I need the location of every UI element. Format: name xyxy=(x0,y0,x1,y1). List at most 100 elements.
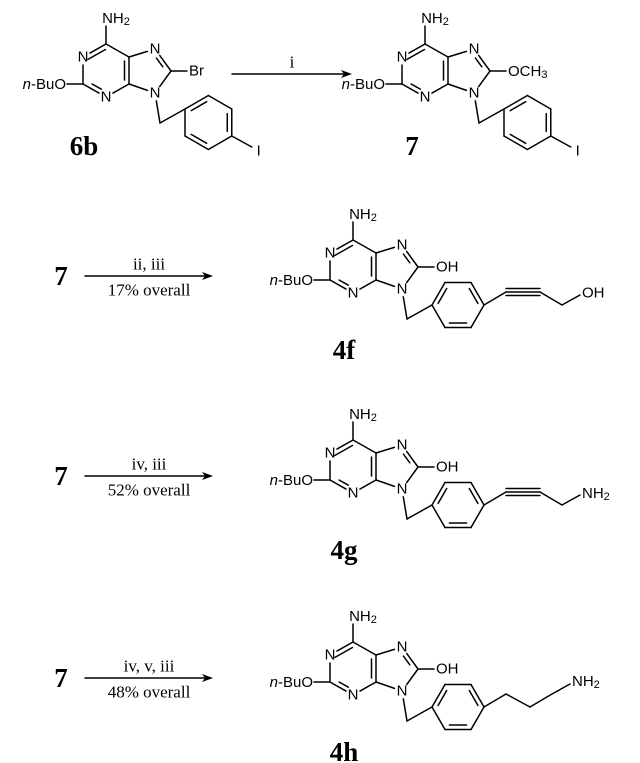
benzene-bond-3 xyxy=(470,706,485,731)
benzene-double-2 xyxy=(468,689,479,707)
benzene-bond-4 xyxy=(503,135,529,151)
c8-n9-bond xyxy=(477,70,491,88)
ring-n9-label: N xyxy=(397,281,408,298)
c6-n1-bond xyxy=(89,43,107,54)
ring-n3-label: N xyxy=(348,285,359,302)
compound-label-4g: 4g xyxy=(331,535,359,565)
ring-n1-label: N xyxy=(325,245,336,262)
compound-label-6b: 6b xyxy=(70,131,99,161)
c6-n1-double xyxy=(334,244,354,257)
reaction-arrow-1: i xyxy=(231,53,352,78)
ring-n7-label: N xyxy=(397,639,408,656)
ch2-aryl-bond xyxy=(406,304,433,320)
arrow-head xyxy=(202,272,213,280)
n3-c4-bond xyxy=(359,279,377,290)
benzene-bond-1 xyxy=(526,94,552,110)
starting-compound-4: 7 xyxy=(54,663,68,693)
amine-label: NH2 xyxy=(421,10,449,29)
c5-c6-bond xyxy=(105,43,130,58)
compound-label-4f: 4f xyxy=(333,335,357,365)
amine-label: NH2 xyxy=(102,10,130,29)
starting-compound-2: 7 xyxy=(54,261,68,291)
aryl-iodide-bond xyxy=(231,135,253,148)
benzene-double-0 xyxy=(437,287,448,305)
n9-ch2-bond xyxy=(155,100,161,124)
ring-n3-label: N xyxy=(420,89,431,106)
c8-n9-bond xyxy=(405,266,419,284)
c8-n9-bond xyxy=(405,668,419,686)
n3-c4-bond xyxy=(359,479,377,490)
c5-c6-bond xyxy=(352,641,377,656)
n3-c4-bond xyxy=(431,83,449,94)
benzene-double-4 xyxy=(509,133,527,145)
terminal-group-label: NH2 xyxy=(582,485,610,504)
yield-below: 52% overall xyxy=(108,481,191,500)
n3-c4-bond xyxy=(112,83,130,94)
benzene-bond-3 xyxy=(470,504,485,529)
ch2-aryl-bond xyxy=(159,108,186,124)
conditions-above: iv, iii xyxy=(132,455,167,474)
n7-c8-bond xyxy=(405,250,419,268)
c5-n7-bond xyxy=(375,648,396,656)
arrow-head xyxy=(202,472,213,480)
benzene-bond-0 xyxy=(431,281,446,306)
n9-ch2-bond xyxy=(402,296,408,320)
n7-c8-bond xyxy=(405,652,419,670)
aryl-alkyne-bond xyxy=(483,491,507,506)
terminal-bond xyxy=(551,683,571,695)
ring-n7-label: N xyxy=(150,41,161,58)
c6-n1-bond xyxy=(336,239,354,250)
c5-n7-bond xyxy=(447,50,468,58)
benzene-bond-2 xyxy=(470,481,485,506)
c6-n1-bond xyxy=(336,641,354,652)
n3-c4-bond xyxy=(359,681,377,692)
n7-c8-double xyxy=(402,253,411,264)
butoxy-label: n-BuO xyxy=(23,76,66,93)
aryl-iodide-bond xyxy=(550,135,572,148)
benzene-bond-3 xyxy=(470,304,485,329)
c6-n1-double xyxy=(334,646,354,659)
benzene-bond-3 xyxy=(207,135,233,151)
c5-c6-bond xyxy=(352,439,377,454)
c8-n9-bond xyxy=(405,466,419,484)
benzene-bond-2 xyxy=(470,281,485,306)
benzene-double-4 xyxy=(190,133,208,145)
c2-n3-double xyxy=(338,479,350,486)
c6-n1-double xyxy=(334,444,354,457)
yield-below: 17% overall xyxy=(108,281,191,300)
amine-label: NH2 xyxy=(349,206,377,225)
c5-c6-bond xyxy=(352,239,377,254)
benzene-bond-0 xyxy=(431,683,446,708)
ring-n1-label: N xyxy=(78,49,89,66)
ring-n7-label: N xyxy=(469,41,480,58)
benzene-double-0 xyxy=(437,689,448,707)
ch2-aryl-bond xyxy=(406,504,433,520)
ring-n1-label: N xyxy=(397,49,408,66)
ring-n3-label: N xyxy=(348,687,359,704)
n9-c4-bond xyxy=(375,681,396,690)
n9-c4-bond xyxy=(375,479,396,488)
ring-n9-label: N xyxy=(397,481,408,498)
c5-n7-bond xyxy=(128,50,149,58)
n7-c8-bond xyxy=(405,450,419,468)
terminal-bond xyxy=(561,294,581,306)
ring-n9-label: N xyxy=(150,85,161,102)
c8-substituent-label: OH xyxy=(436,459,459,476)
c8-substituent-label: OH xyxy=(436,259,459,276)
c2-n3-double xyxy=(338,681,350,688)
ch2-aryl-bond xyxy=(478,108,505,124)
n9-c4-bond xyxy=(447,83,468,92)
benzene-double-0 xyxy=(509,100,527,112)
conditions-above: iv, v, iii xyxy=(124,657,175,676)
terminal-bond xyxy=(561,494,581,506)
benzene-double-2 xyxy=(468,487,479,505)
starting-compound-3: 7 xyxy=(54,461,68,491)
iodide-label: I xyxy=(576,143,580,160)
amine-label: NH2 xyxy=(349,608,377,627)
